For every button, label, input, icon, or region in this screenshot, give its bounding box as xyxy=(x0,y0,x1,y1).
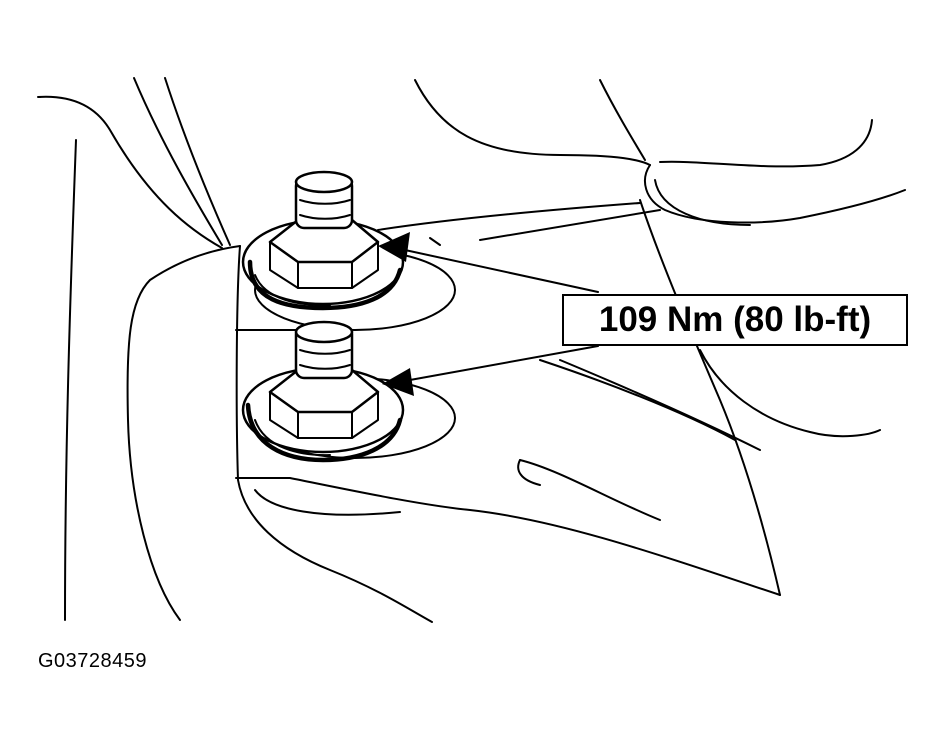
lower-bolt xyxy=(241,320,456,463)
upper-bolt xyxy=(241,170,456,331)
upper-leader-line xyxy=(404,249,599,293)
leader-arrows xyxy=(378,232,599,396)
figure-id: G03728459 xyxy=(38,650,148,672)
upper-arrowhead xyxy=(378,232,410,262)
lower-leader-line xyxy=(409,345,599,381)
frame-outline xyxy=(37,77,906,623)
lower-arrowhead xyxy=(382,368,414,396)
torque-callout-label: 109 Nm (80 lb-ft) xyxy=(562,294,908,346)
